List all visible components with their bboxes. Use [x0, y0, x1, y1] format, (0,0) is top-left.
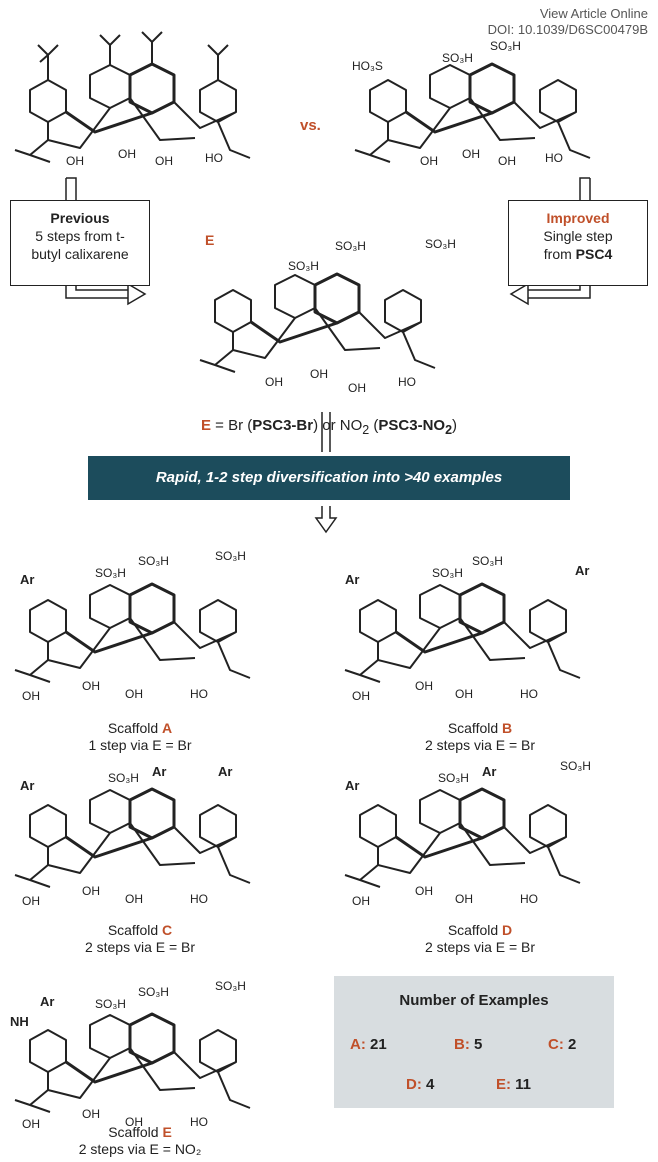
svg-text:Ar: Ar [345, 572, 359, 587]
previous-line2: butyl calixarene [31, 246, 129, 262]
improved-line2: from [543, 246, 576, 262]
svg-text:Ar: Ar [575, 563, 589, 578]
svg-text:SO₃H: SO₃H [138, 554, 169, 568]
svg-text:OH: OH [265, 375, 283, 389]
svg-text:OH: OH [348, 381, 366, 395]
svg-text:SO₃H: SO₃H [442, 51, 473, 65]
scaffold-a-caption: Scaffold A 1 step via E = Br [88, 720, 192, 753]
legend-item-c: C: 2 [548, 1036, 577, 1053]
svg-text:OH: OH [352, 689, 370, 703]
svg-text:SO₃H: SO₃H [215, 549, 246, 563]
svg-text:Ar: Ar [345, 778, 359, 793]
svg-text:SO₃H: SO₃H [490, 39, 521, 53]
svg-text:OH: OH [82, 1107, 100, 1121]
svg-text:OH: OH [415, 679, 433, 693]
vs-label: vs. [300, 117, 321, 134]
svg-text:Ar: Ar [482, 764, 496, 779]
svg-text:OH: OH [22, 894, 40, 908]
svg-text:OH: OH [455, 892, 473, 906]
previous-title: Previous [50, 210, 110, 226]
scaffold-e-caption: Scaffold E 2 steps via E = NO₂ [78, 1124, 202, 1157]
svg-text:OH: OH [415, 884, 433, 898]
svg-text:OH: OH [462, 147, 480, 161]
legend-item-e: E: 11 [496, 1076, 532, 1093]
svg-text:OH: OH [82, 679, 100, 693]
svg-text:OH: OH [310, 367, 328, 381]
e-substituent-label: E [205, 232, 215, 248]
svg-text:HO: HO [520, 892, 538, 906]
svg-text:OH: OH [82, 884, 100, 898]
svg-text:SO₃H: SO₃H [288, 259, 319, 273]
svg-text:Ar: Ar [218, 764, 232, 779]
svg-text:Ar: Ar [152, 764, 166, 779]
svg-text:SO₃H: SO₃H [138, 985, 169, 999]
svg-text:OH: OH [125, 1115, 143, 1129]
improved-line1: Single step [543, 228, 613, 244]
svg-text:Ar: Ar [20, 778, 34, 793]
svg-text:OH: OH [352, 894, 370, 908]
svg-text:HO: HO [205, 151, 223, 165]
svg-text:HO₃S: HO₃S [352, 59, 383, 73]
svg-text:SO₃H: SO₃H [438, 771, 469, 785]
svg-text:Ar: Ar [20, 572, 34, 587]
diversification-banner: Rapid, 1-2 step diversification into >40… [88, 456, 570, 500]
legend-title: Number of Examples [399, 992, 549, 1009]
svg-text:OH: OH [118, 147, 136, 161]
scaffold-b-caption: Scaffold B 2 steps via E = Br [424, 720, 536, 753]
previous-box: Previous 5 steps from t- butyl calixaren… [10, 200, 150, 286]
svg-text:HO: HO [545, 151, 563, 165]
svg-text:SO₃H: SO₃H [215, 979, 246, 993]
svg-text:SO₃H: SO₃H [95, 566, 126, 580]
scaffold-c-caption: Scaffold C 2 steps via E = Br [84, 922, 196, 955]
examples-legend: Number of Examples A: 21 B: 5 C: 2 D: 4 … [334, 976, 614, 1108]
svg-text:OH: OH [455, 687, 473, 701]
svg-text:OH: OH [498, 154, 516, 168]
svg-text:SO₃H: SO₃H [560, 759, 591, 773]
svg-text:OH: OH [420, 154, 438, 168]
svg-text:SO₃H: SO₃H [425, 237, 456, 251]
svg-text:NH: NH [10, 1014, 29, 1029]
svg-text:HO: HO [520, 687, 538, 701]
legend-item-b: B: 5 [454, 1036, 483, 1053]
svg-text:HO: HO [190, 687, 208, 701]
svg-text:OH: OH [155, 154, 173, 168]
svg-text:OH: OH [125, 687, 143, 701]
svg-text:HO: HO [398, 375, 416, 389]
legend-item-a: A: 21 [350, 1036, 387, 1053]
svg-text:Ar: Ar [40, 994, 54, 1009]
center-caption: E = Br (PSC3-Br) or NO2 (PSC3-NO2) [200, 417, 458, 438]
improved-box: Improved Single step from PSC4 [508, 200, 648, 286]
improved-line2-bold: PSC4 [575, 246, 613, 262]
svg-text:SO₃H: SO₃H [432, 566, 463, 580]
svg-text:HO: HO [190, 892, 208, 906]
legend-item-d: D: 4 [406, 1076, 435, 1093]
improved-title: Improved [546, 210, 610, 226]
svg-text:SO₃H: SO₃H [335, 239, 366, 253]
svg-text:SO₃H: SO₃H [108, 771, 139, 785]
svg-text:OH: OH [125, 892, 143, 906]
svg-text:SO₃H: SO₃H [472, 554, 503, 568]
svg-text:HO: HO [190, 1115, 208, 1129]
view-article-link[interactable]: View Article Online [539, 6, 648, 21]
svg-text:OH: OH [22, 1117, 40, 1131]
previous-line1: 5 steps from t- [35, 228, 125, 244]
doi-link[interactable]: DOI: 10.1039/D6SC00479B [487, 22, 648, 37]
oh-label: OH [66, 154, 84, 168]
scaffold-d-caption: Scaffold D 2 steps via E = Br [424, 922, 536, 955]
svg-text:OH: OH [22, 689, 40, 703]
svg-text:SO₃H: SO₃H [95, 997, 126, 1011]
